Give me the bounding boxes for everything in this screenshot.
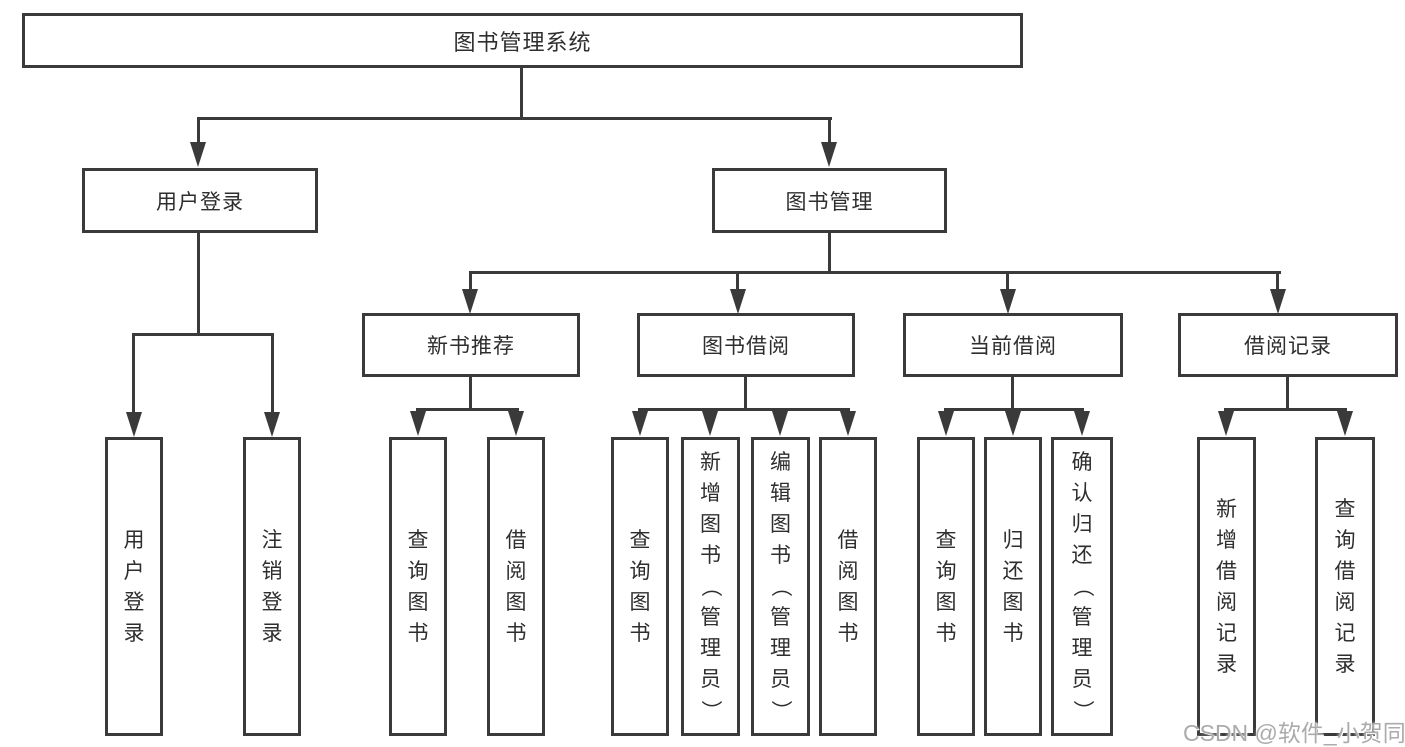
connector-current-stem <box>1006 271 1009 290</box>
arrowhead-down-icon <box>462 289 478 314</box>
connector-login-leaf-stem <box>132 333 135 413</box>
leaf-edit-books-admin: 编辑图书（管理员） <box>751 437 810 736</box>
connector-user-login-stem <box>197 117 200 144</box>
arrowhead-down-icon <box>632 411 648 436</box>
node-borrow-records: 借阅记录 <box>1178 313 1398 377</box>
arrowhead-down-icon <box>508 411 524 436</box>
connector-current-rail <box>944 408 1084 411</box>
arrowhead-down-icon <box>938 411 954 436</box>
arrowhead-down-icon <box>1005 411 1021 436</box>
node-book-management: 图书管理 <box>712 168 947 233</box>
arrowhead-down-icon <box>840 411 856 436</box>
leaf-confirm-return-admin: 确认归还（管理员） <box>1051 437 1113 736</box>
connector-level3-rail <box>469 271 1281 274</box>
leaf-add-books-admin: 新增图书（管理员） <box>681 437 740 736</box>
node-user-login: 用户登录 <box>82 168 318 233</box>
leaf-user-login: 用户登录 <box>105 437 163 736</box>
arrowhead-down-icon <box>1337 411 1353 436</box>
leaf-query-books-current: 查询图书 <box>917 437 975 736</box>
connector-newbook-down <box>469 375 472 411</box>
node-library-system: 图书管理系统 <box>22 13 1023 68</box>
leaf-query-books-borrow: 查询图书 <box>611 437 669 736</box>
arrowhead-down-icon <box>730 289 746 314</box>
connector-logout-leaf-stem <box>271 333 274 413</box>
connector-level2-rail <box>197 117 832 120</box>
leaf-borrow-books-recommend: 借阅图书 <box>487 437 545 736</box>
arrowhead-down-icon <box>1218 411 1234 436</box>
connector-root-stem <box>520 67 523 118</box>
connector-book-mgmt-down <box>828 232 831 273</box>
arrowhead-down-icon <box>1270 289 1286 314</box>
node-new-book-recommend: 新书推荐 <box>362 313 580 377</box>
arrowhead-down-icon <box>821 142 837 167</box>
connector-book-mgmt-stem <box>828 117 831 144</box>
arrowhead-down-icon <box>702 411 718 436</box>
connector-borrow-down <box>744 375 747 411</box>
arrowhead-down-icon <box>264 412 280 437</box>
connector-newbook-stem <box>469 271 472 290</box>
connector-user-login-rail <box>132 333 274 336</box>
leaf-query-books-recommend: 查询图书 <box>389 437 447 736</box>
connector-records-down <box>1286 375 1289 411</box>
leaf-logout: 注销登录 <box>243 437 301 736</box>
arrowhead-down-icon <box>1074 411 1090 436</box>
connector-current-down <box>1011 375 1014 411</box>
arrowhead-down-icon <box>126 412 142 437</box>
node-current-borrow: 当前借阅 <box>903 313 1123 377</box>
arrowhead-down-icon <box>772 411 788 436</box>
arrowhead-down-icon <box>410 411 426 436</box>
connector-user-login-down <box>197 232 200 336</box>
leaf-query-borrow-record: 查询借阅记录 <box>1315 437 1375 736</box>
connector-borrow-stem <box>736 271 739 290</box>
arrowhead-down-icon <box>190 142 206 167</box>
leaf-return-books: 归还图书 <box>984 437 1042 736</box>
connector-records-rail <box>1224 408 1347 411</box>
leaf-add-borrow-record: 新增借阅记录 <box>1197 437 1256 736</box>
csdn-watermark: CSDN @软件_小贺同学 <box>1183 720 1405 746</box>
connector-borrow-rail <box>638 408 850 411</box>
arrowhead-down-icon <box>1000 289 1016 314</box>
leaf-borrow-books: 借阅图书 <box>819 437 877 736</box>
connector-records-stem <box>1276 271 1279 290</box>
node-book-borrow: 图书借阅 <box>637 313 855 377</box>
connector-newbook-rail <box>416 408 519 411</box>
